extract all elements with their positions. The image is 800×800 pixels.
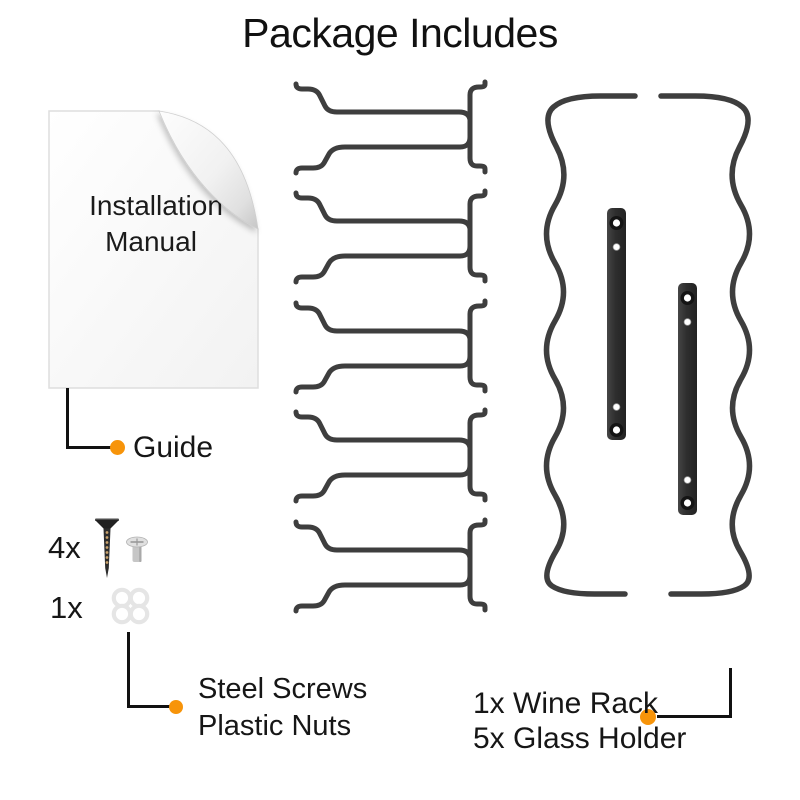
glass-holder-unit [296, 82, 485, 173]
guide-label: Guide [133, 431, 214, 464]
wine-rack-left-wire [543, 93, 638, 597]
nut-qty-label: 1x [50, 590, 83, 625]
rack-label: 1x Wine Rack 5x Glass Holder [473, 686, 686, 756]
page-curl [158, 110, 259, 230]
hardware-label-line2: Plastic Nuts [198, 710, 352, 742]
page-title: Package Includes [242, 10, 558, 56]
hardware-label-line1: Steel Screws [198, 673, 368, 705]
screw-qty-label: 4x [48, 530, 81, 565]
screw-icon [95, 518, 119, 578]
nut-icon [126, 536, 148, 562]
rack-leader-horizontal [657, 715, 732, 718]
wine-rack-right-wire [658, 93, 753, 597]
glass-holder-rails-icon [293, 79, 488, 619]
rack-leader-vertical [729, 668, 732, 718]
mounting-bar-right [678, 283, 697, 515]
plastic-nuts-icon [111, 587, 150, 625]
guide-connector-dot [110, 440, 125, 455]
glass-holder-unit [296, 191, 485, 282]
rack-connector-dot [640, 709, 656, 725]
manual-title: Installation Manual [89, 190, 223, 257]
hardware-leader-vertical [127, 632, 130, 708]
hardware-connector-dot [169, 700, 183, 714]
manual-title-line2: Manual [105, 226, 197, 257]
glass-holder-unit [296, 301, 485, 392]
hardware-leader-horizontal [127, 705, 171, 708]
wine-rack-icon [543, 93, 753, 597]
manual-title-line1: Installation [89, 190, 223, 221]
installation-manual-icon: Installation Manual [48, 110, 259, 389]
glass-holder-unit [296, 410, 485, 501]
rack-label-line1: 1x Wine Rack [473, 687, 659, 720]
guide-leader-vertical [66, 388, 69, 448]
rack-label-line2: 5x Glass Holder [473, 722, 687, 755]
hardware-label: Steel Screws Plastic Nuts [198, 671, 367, 745]
glass-holder-unit [296, 520, 485, 611]
guide-leader-horizontal [66, 446, 111, 449]
mounting-bar-left [607, 208, 626, 440]
